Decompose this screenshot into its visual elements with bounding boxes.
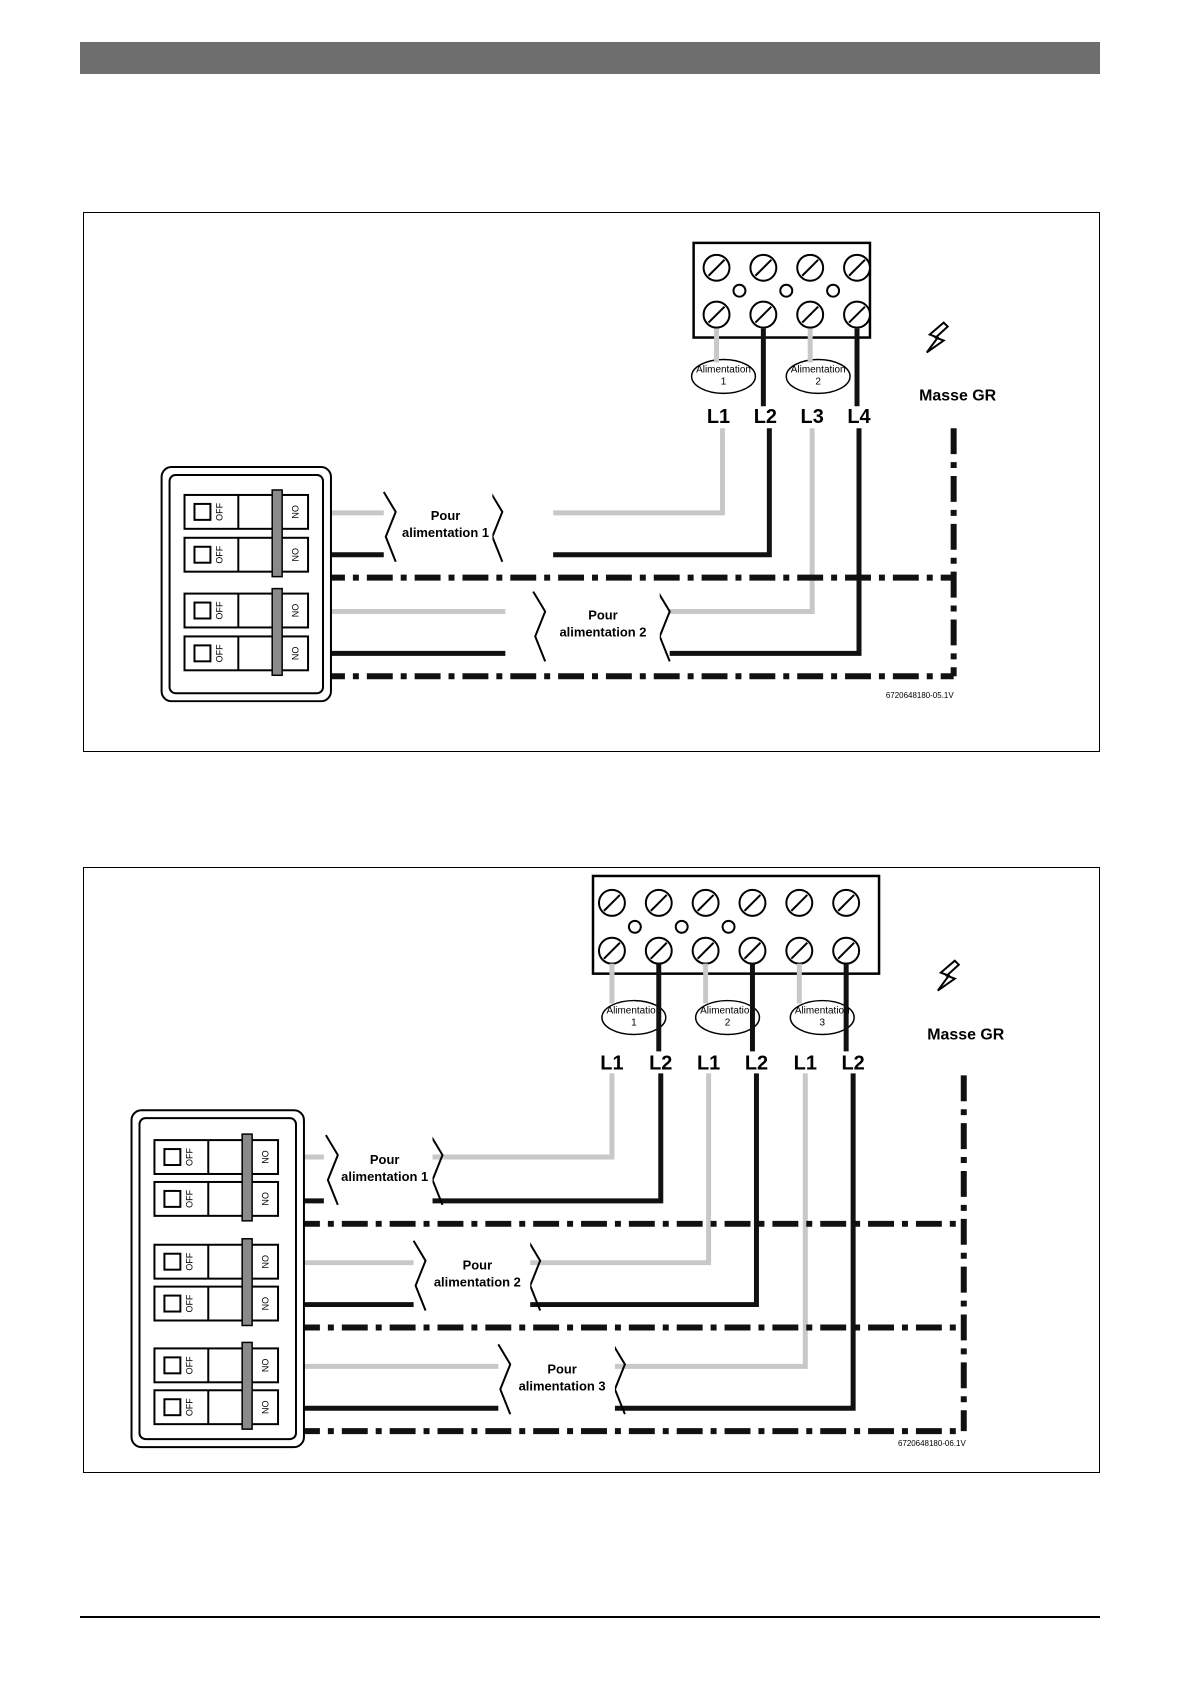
feed-label-1: Pour alimentation 1 [341, 1152, 428, 1184]
terminal-label: L1 [697, 1052, 720, 1074]
terminal-label: L2 [842, 1052, 865, 1074]
wiring-diagram-two-supplies: Alimentation 1 Alimentation 2 L1 L2 L3 L… [83, 212, 1100, 752]
svg-text:OFF: OFF [184, 1398, 194, 1416]
breaker-switch: OFF ON [153, 1285, 280, 1322]
wire-supply1-live [553, 428, 726, 516]
supply-bubble-2: Alimentation 2 [785, 358, 851, 395]
breaker-panel: OFF ON OFF ON OFF ON OFF ON [130, 1109, 305, 1449]
svg-text:3: 3 [819, 1017, 825, 1028]
terminal-label: L2 [745, 1052, 768, 1074]
breaker-switch: OFF ON [153, 1347, 280, 1384]
wire-supply1-neutral [426, 1073, 664, 1204]
svg-text:Pour: Pour [463, 1258, 492, 1273]
svg-text:ON: ON [260, 1297, 270, 1310]
breaker-handle [241, 1341, 253, 1430]
ground-label: Masse GR [919, 387, 997, 404]
svg-text:ON: ON [260, 1192, 270, 1205]
breaker-handle [271, 587, 283, 677]
supply-bubble-1: Alimentation 1 [690, 358, 757, 395]
terminal-block [692, 241, 872, 339]
svg-text:ON: ON [260, 1255, 270, 1268]
terminal-label: L1 [707, 406, 730, 428]
svg-text:OFF: OFF [214, 545, 224, 563]
svg-text:Alimentation: Alimentation [606, 1006, 661, 1017]
breaker-switch: OFF ON [153, 1389, 280, 1426]
wire-supply2-neutral [669, 428, 862, 656]
lightning-icon [937, 959, 961, 992]
terminal-block [591, 874, 881, 975]
terminal-label: L1 [794, 1052, 817, 1074]
svg-text:OFF: OFF [214, 502, 224, 520]
svg-text:ON: ON [260, 1400, 270, 1413]
svg-text:ON: ON [260, 1150, 270, 1163]
breaker-switch: OFF ON [183, 635, 310, 672]
svg-text:2: 2 [725, 1017, 731, 1028]
svg-text:Alimentation: Alimentation [795, 1006, 850, 1017]
footer-rule [80, 1616, 1100, 1618]
svg-text:ON: ON [290, 604, 300, 617]
breaker-handle [241, 1133, 253, 1222]
terminal-label: L1 [600, 1052, 623, 1074]
svg-text:OFF: OFF [184, 1148, 194, 1166]
header-bar [80, 42, 1100, 74]
breaker-switch: OFF ON [153, 1243, 280, 1280]
wire-supply3-neutral [597, 1073, 856, 1411]
wire-supply2-live [669, 428, 815, 615]
svg-text:OFF: OFF [214, 644, 224, 662]
svg-text:OFF: OFF [184, 1356, 194, 1374]
svg-text:Alimentation: Alimentation [696, 364, 751, 375]
svg-text:ON: ON [260, 1359, 270, 1372]
terminal-label: L4 [847, 406, 870, 428]
terminal-label: L2 [754, 406, 777, 428]
svg-text:alimentation 1: alimentation 1 [402, 525, 489, 540]
svg-text:OFF: OFF [184, 1294, 194, 1312]
svg-text:alimentation 2: alimentation 2 [434, 1275, 521, 1290]
svg-text:Alimentation: Alimentation [700, 1006, 755, 1017]
wire-supply1-neutral [553, 428, 772, 558]
svg-text:alimentation 1: alimentation 1 [341, 1169, 428, 1184]
terminal-label: L2 [649, 1052, 672, 1074]
breaker-switch: OFF ON [183, 592, 310, 629]
feed-label-2: Pour alimentation 2 [559, 607, 646, 639]
svg-text:2: 2 [815, 376, 821, 387]
feed-label-2: Pour alimentation 2 [434, 1258, 521, 1290]
svg-text:ON: ON [290, 505, 300, 518]
svg-text:OFF: OFF [184, 1189, 194, 1207]
svg-text:OFF: OFF [214, 601, 224, 619]
breaker-switch: OFF ON [183, 536, 310, 573]
svg-text:alimentation 3: alimentation 3 [519, 1378, 606, 1393]
figure-code: 6720648180-05.1V [886, 691, 954, 700]
supply-bubble-3: Alimentation 3 [789, 999, 855, 1036]
svg-text:1: 1 [721, 376, 727, 387]
ground-label: Masse GR [927, 1026, 1005, 1043]
feed-label-3: Pour alimentation 3 [519, 1361, 606, 1393]
wire-supply2-live [513, 1073, 712, 1266]
breaker-switch: OFF ON [153, 1180, 280, 1217]
wiring-diagram-three-supplies: Alimentation 1 Alimentation 2 Alimentati… [83, 867, 1100, 1473]
wire-supply2-neutral [513, 1073, 759, 1308]
feed-label-1: Pour alimentation 1 [402, 508, 489, 540]
wire-supply1-live [426, 1073, 615, 1160]
breaker-handle [241, 1238, 253, 1327]
svg-text:OFF: OFF [184, 1252, 194, 1270]
svg-text:alimentation 2: alimentation 2 [559, 624, 646, 639]
supply-bubble-2: Alimentation 2 [694, 999, 761, 1036]
svg-text:ON: ON [290, 548, 300, 561]
lightning-icon [925, 321, 950, 354]
wire-supply3-live [597, 1073, 808, 1369]
svg-text:Pour: Pour [588, 607, 617, 622]
svg-text:Pour: Pour [431, 508, 460, 523]
svg-text:1: 1 [631, 1017, 637, 1028]
breaker-handle [271, 489, 283, 578]
terminal-label: L3 [801, 406, 824, 428]
svg-text:Pour: Pour [370, 1152, 399, 1167]
figure-code: 6720648180-06.1V [898, 1439, 966, 1448]
svg-text:Alimentation: Alimentation [791, 364, 846, 375]
breaker-switch: OFF ON [153, 1139, 280, 1175]
svg-text:ON: ON [290, 647, 300, 660]
breaker-switch: OFF ON [183, 493, 310, 530]
supply-bubble-1: Alimentation 1 [601, 999, 667, 1036]
svg-text:Pour: Pour [547, 1361, 576, 1376]
breaker-panel: OFF ON OFF ON OFF ON OFF ON [160, 466, 332, 703]
